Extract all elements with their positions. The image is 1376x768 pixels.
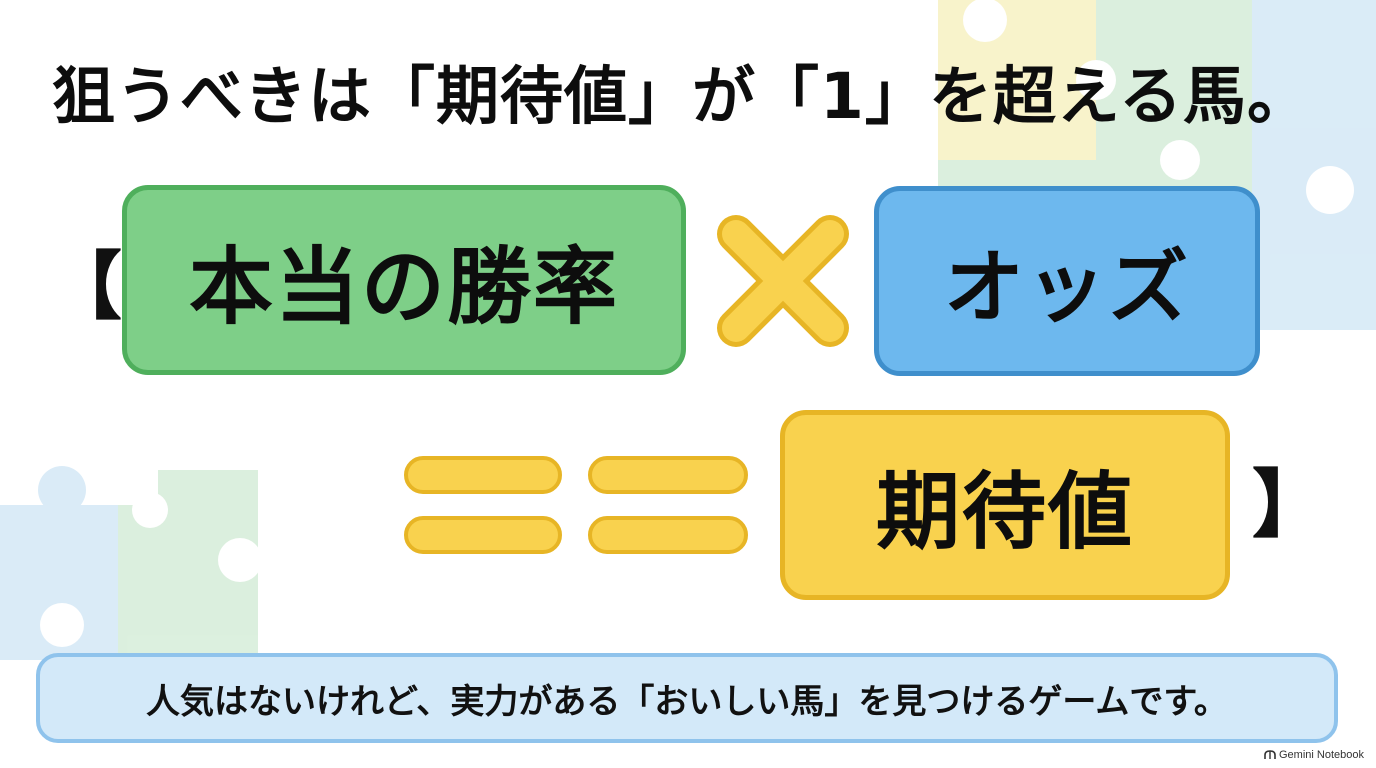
odds-label: オッズ <box>944 241 1190 334</box>
open-bracket: 【 <box>48 244 122 330</box>
equals-bar <box>404 456 562 494</box>
equals-bar <box>588 516 748 554</box>
equals-bar <box>404 516 562 554</box>
watermark: Gemini Notebook <box>1264 746 1364 764</box>
true-win-rate-box: 本当の勝率 <box>122 185 686 375</box>
watermark-text: Gemini Notebook <box>1279 749 1364 761</box>
multiply-icon <box>717 215 849 347</box>
expected-value-box: 期待値 <box>780 410 1230 600</box>
expected-value-label: 期待値 <box>875 462 1134 561</box>
headline: 狙うべきは「期待値」が「1」を超える馬。 <box>52 60 1311 133</box>
footer-note: 人気はないけれど、実力がある「おいしい馬」を見つけるゲームです。 <box>36 653 1338 743</box>
odds-box: オッズ <box>874 186 1260 376</box>
equals-bar <box>588 456 748 494</box>
close-bracket: 】 <box>1252 462 1326 548</box>
gemini-notebook-icon <box>1264 750 1276 759</box>
footer-text: 人気はないけれど、実力がある「おいしい馬」を見つけるゲームです。 <box>146 681 1228 722</box>
true-win-rate-label: 本当の勝率 <box>188 237 619 336</box>
